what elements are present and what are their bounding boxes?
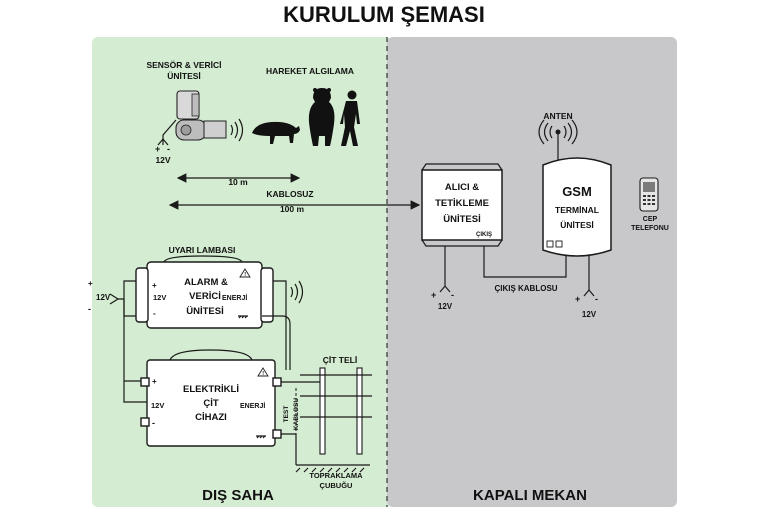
svg-text:!: ! xyxy=(262,371,264,377)
svg-text:+: + xyxy=(152,281,157,290)
receiver-line1: ALICI & xyxy=(445,182,479,193)
wireless-label: KABLOSUZ xyxy=(266,189,313,199)
test-cable-line2: KABLOSU xyxy=(293,398,300,430)
alarm-unit: ALARM & VERİCİ ÜNİTESİ 12V + - ENERJİ ! xyxy=(135,255,274,329)
svg-text:+: + xyxy=(575,294,580,304)
output-cable-line xyxy=(483,246,567,278)
gsm-line2: TERMİNAL xyxy=(555,205,599,215)
test-cable-line1: TEST xyxy=(283,406,290,423)
receiver-line2: TETİKLEME xyxy=(435,198,489,209)
phone-line2: TELEFONU xyxy=(631,225,669,232)
gsm-terminal: GSM TERMİNAL ÜNİTESİ + - 12V xyxy=(542,157,612,319)
gsm-voltage: 12V xyxy=(582,310,597,319)
receiver-output-label: ÇIKIŞ xyxy=(476,232,492,238)
gsm-terminal-body xyxy=(542,157,612,257)
indoor-zone xyxy=(387,37,677,507)
alarm-unit-line2: VERİCİ xyxy=(189,291,221,302)
warning-triangle-icon xyxy=(239,268,251,278)
power-input-voltage: 12V xyxy=(96,293,111,302)
alarm-unit-energy: ENERJİ xyxy=(222,294,247,302)
svg-text:+: + xyxy=(88,279,93,288)
fence-post-right xyxy=(356,367,363,455)
fence-wire: ÇİT TELİ xyxy=(300,355,372,455)
antenna-icon xyxy=(538,119,578,160)
sensor-voltage: 12V xyxy=(155,155,170,165)
ground-rod: TOPRAKLAMA ÇUBUĞU xyxy=(295,464,370,490)
svg-text:-: - xyxy=(88,304,91,314)
svg-text:+: + xyxy=(152,377,157,386)
motion-label: HAREKET ALGILAMA xyxy=(266,66,354,76)
warning-lamp-label: UYARI LAMBASI xyxy=(169,245,236,255)
receiver-unit-box xyxy=(421,169,503,241)
receiver-unit: ALICI & TETİKLEME ÜNİTESİ ÇIKIŞ + - 12V xyxy=(421,163,503,311)
boar-icon xyxy=(252,121,300,144)
person-icon xyxy=(340,90,360,146)
svg-text:-: - xyxy=(152,418,155,428)
svg-text:!: ! xyxy=(244,272,246,278)
svg-text:-: - xyxy=(153,309,156,318)
phone-line1: CEP xyxy=(643,216,658,223)
signal-waves-icon xyxy=(230,118,244,142)
fence-device-line3: CİHAZI xyxy=(195,412,227,423)
svg-text:-: - xyxy=(167,144,170,154)
alarm-unit-voltage: 12V xyxy=(153,293,166,302)
receiver-voltage: 12V xyxy=(438,302,453,311)
diagram-title: KURULUM ŞEMASI xyxy=(283,2,485,27)
fence-device: ELEKTRİKLİ ÇİT CİHAZI + - 12V ENERJİ ! xyxy=(140,349,282,447)
wired-range-label: 10 m xyxy=(228,177,248,187)
alarm-unit-line3: ÜNİTESİ xyxy=(186,306,223,317)
fence-device-energy: ENERJİ xyxy=(240,402,265,410)
fence-device-line1: ELEKTRİKLİ xyxy=(183,384,239,395)
alarm-signal-waves-icon xyxy=(290,280,304,304)
outdoor-zone-label: DIŞ SAHA xyxy=(202,487,274,504)
sensor-label-line2: ÜNİTESİ xyxy=(167,71,201,81)
fence-warning-triangle-icon xyxy=(257,367,269,377)
svg-text:+: + xyxy=(155,144,160,154)
output-cable-label: ÇIKIŞ KABLOSU xyxy=(494,284,557,293)
svg-text:-: - xyxy=(595,294,598,304)
ground-rod-line2: ÇUBUĞU xyxy=(320,481,353,490)
indoor-zone-label: KAPALI MEKAN xyxy=(473,487,587,504)
fence-wire-label: ÇİT TELİ xyxy=(323,355,357,365)
fence-device-voltage: 12V xyxy=(151,401,164,410)
fence-ground-symbol-icon xyxy=(256,435,266,439)
bear-icon xyxy=(308,88,335,146)
fence-device-line2: ÇİT xyxy=(203,398,219,409)
sensor-label-line1: SENSÖR & VERİCİ xyxy=(146,60,221,70)
sensor-unit: SENSÖR & VERİCİ ÜNİTESİ + - 12V xyxy=(146,60,244,165)
fence-post-left xyxy=(319,367,326,455)
alarm-unit-line1: ALARM & xyxy=(184,277,228,288)
gsm-line3: ÜNİTESİ xyxy=(560,220,594,230)
wireless-distance-label: 100 m xyxy=(280,204,305,214)
power-input: + - 12V xyxy=(88,279,147,403)
svg-text:+: + xyxy=(431,290,436,300)
antenna-label: ANTEN xyxy=(543,111,572,121)
ground-symbol-icon xyxy=(238,315,248,319)
ground-rod-line1: TOPRAKLAMA xyxy=(309,471,363,480)
mobile-phone: CEP TELEFONU xyxy=(631,177,669,232)
receiver-line3: ÜNİTESİ xyxy=(443,214,480,225)
gsm-line1: GSM xyxy=(562,184,592,199)
svg-text:-: - xyxy=(451,290,454,300)
fence-device-box xyxy=(146,359,276,447)
